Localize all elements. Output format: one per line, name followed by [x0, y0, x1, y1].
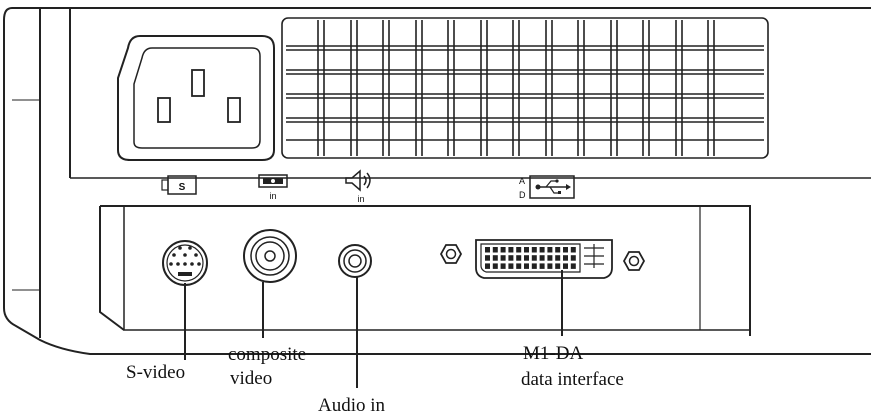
- dvi-pin: [531, 263, 537, 269]
- projector-housing: [3, 7, 871, 355]
- composite-in-label: in: [269, 191, 276, 201]
- dvi-pin: [563, 255, 568, 261]
- dvi-pin: [508, 255, 514, 261]
- usb-d-label: D: [519, 190, 526, 200]
- dvi-pin: [524, 247, 529, 253]
- audio-in-icon-label: in: [357, 194, 364, 204]
- port-panel: [99, 205, 751, 336]
- composite-video-port: [243, 229, 297, 283]
- dvi-pin: [508, 247, 514, 253]
- svideo-port: [162, 240, 208, 286]
- dvi-pin: [555, 247, 561, 253]
- dvi-pin: [492, 255, 498, 261]
- dvi-pin: [500, 255, 506, 261]
- svideo-icon: S: [161, 175, 197, 195]
- dvi-pin: [516, 263, 522, 269]
- dvi-pin: [508, 263, 514, 269]
- composite-label-line2: video: [230, 368, 272, 389]
- dvi-pin: [563, 247, 568, 253]
- dvi-pin: [547, 255, 553, 261]
- dvi-pin: [547, 263, 553, 269]
- audio-in-label: Audio in: [318, 395, 386, 416]
- dvi-pin: [492, 247, 498, 253]
- dvi-pin: [500, 263, 506, 269]
- dvi-pin: [524, 263, 529, 269]
- svideo-icon-letter: S: [179, 182, 186, 193]
- audio-port: [338, 244, 372, 278]
- usb-a-label: A: [519, 176, 525, 186]
- dvi-pin: [539, 255, 545, 261]
- leader-lines: [184, 270, 563, 388]
- dvi-pin: [555, 255, 561, 261]
- dvi-pin: [485, 247, 490, 253]
- dvi-pin: [539, 247, 545, 253]
- dvi-pin: [500, 247, 506, 253]
- svideo-label: S-video: [126, 362, 185, 383]
- composite-video-icon: in: [258, 174, 288, 201]
- dvi-pin: [570, 263, 576, 269]
- dvi-pin: [547, 247, 553, 253]
- dvi-pin: [570, 247, 576, 253]
- dvi-pin: [485, 263, 490, 269]
- dvi-pin: [485, 255, 490, 261]
- dvi-pin: [570, 255, 576, 261]
- usb-icon: A D: [519, 175, 575, 200]
- dvi-pin: [531, 255, 537, 261]
- dvi-pin: [516, 247, 522, 253]
- m1-da-port: [439, 239, 646, 279]
- m1-da-label-line1: M1-DA: [523, 343, 583, 364]
- speaker-icon: in: [345, 169, 371, 204]
- vent-grille: [281, 17, 769, 159]
- dvi-pin: [563, 263, 568, 269]
- composite-label-line1: composite: [228, 344, 306, 365]
- dvi-pin: [492, 263, 498, 269]
- dvi-pin: [524, 255, 529, 261]
- power-socket: [117, 35, 275, 161]
- dvi-pin: [539, 263, 545, 269]
- dvi-pin: [555, 263, 561, 269]
- m1-da-label-line2: data interface: [521, 369, 624, 390]
- dvi-pin: [516, 255, 522, 261]
- dvi-pin: [531, 247, 537, 253]
